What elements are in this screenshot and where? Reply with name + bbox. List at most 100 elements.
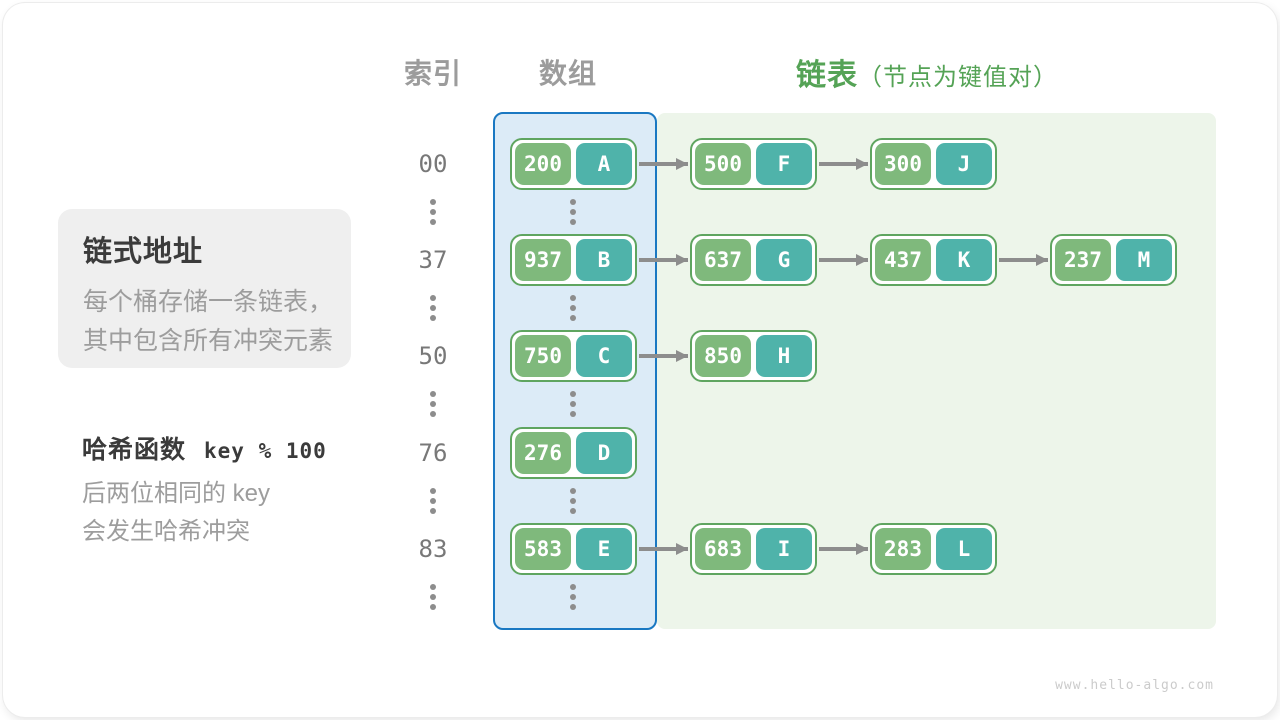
node-key: 937	[515, 239, 571, 281]
key-value-node: 276 D	[510, 427, 637, 479]
ellipsis-dot	[430, 391, 436, 397]
node-value: F	[756, 143, 812, 185]
bucket-index-label: 76	[418, 439, 448, 467]
column-header-array: 数组	[538, 58, 597, 89]
node-value: A	[576, 143, 632, 185]
bucket-index-label: 37	[418, 246, 448, 274]
key-value-node: 500 F	[690, 138, 817, 190]
node-key: 683	[695, 528, 751, 570]
node-key: 583	[515, 528, 571, 570]
next-pointer-arrow	[639, 543, 688, 555]
ellipsis-dot	[570, 508, 576, 514]
ellipsis-dot	[430, 584, 436, 590]
node-value: J	[936, 143, 992, 185]
key-value-node: 683 I	[690, 523, 817, 575]
watermark: www.hello-algo.com	[1055, 678, 1214, 693]
column-header-index: 索引	[403, 58, 462, 89]
bucket-index-label: 50	[418, 342, 448, 370]
ellipsis-dots	[570, 199, 576, 225]
ellipsis-dot	[570, 498, 576, 504]
node-value: E	[576, 528, 632, 570]
next-pointer-arrow	[639, 254, 688, 266]
key-value-node: 237 M	[1050, 234, 1177, 286]
ellipsis-dot	[570, 594, 576, 600]
ellipsis-dots	[570, 584, 576, 610]
ellipsis-dot	[570, 315, 576, 321]
key-value-node: 637 G	[690, 234, 817, 286]
ellipsis-dot	[570, 295, 576, 301]
key-value-node: 300 J	[870, 138, 997, 190]
node-key: 276	[515, 432, 571, 474]
key-value-node: 750 C	[510, 330, 637, 382]
key-value-node: 283 L	[870, 523, 997, 575]
ellipsis-dot	[430, 488, 436, 494]
node-key: 500	[695, 143, 751, 185]
node-value: I	[756, 528, 812, 570]
list-header-note: （节点为键值对）	[858, 64, 1058, 91]
key-value-node: 937 B	[510, 234, 637, 286]
ellipsis-dot	[430, 315, 436, 321]
bucket-index-label: 00	[418, 150, 448, 178]
ellipsis-dot	[570, 401, 576, 407]
note-line-1: 每个桶存储一条链表，	[83, 288, 334, 316]
node-key: 437	[875, 239, 931, 281]
ellipsis-dot	[430, 498, 436, 504]
hash-function-formula: key % 100	[204, 439, 327, 463]
note-line-2: 其中包含所有冲突元素	[83, 327, 334, 355]
next-pointer-arrow	[639, 350, 688, 362]
next-pointer-arrow	[819, 543, 868, 555]
ellipsis-dot	[430, 401, 436, 407]
node-key: 200	[515, 143, 571, 185]
node-key: 283	[875, 528, 931, 570]
ellipsis-dots	[430, 295, 436, 321]
next-pointer-arrow	[819, 158, 868, 170]
node-key: 750	[515, 335, 571, 377]
key-value-node: 850 H	[690, 330, 817, 382]
key-value-node: 437 K	[870, 234, 997, 286]
next-pointer-arrow	[639, 158, 688, 170]
next-pointer-arrow	[819, 254, 868, 266]
ellipsis-dot	[570, 584, 576, 590]
node-value: B	[576, 239, 632, 281]
node-key: 237	[1055, 239, 1111, 281]
node-value: M	[1116, 239, 1172, 281]
concept-note-box: 链式地址 每个桶存储一条链表， 其中包含所有冲突元素	[58, 209, 351, 368]
ellipsis-dots	[430, 199, 436, 225]
note-title: 链式地址	[83, 236, 204, 268]
ellipsis-dot	[430, 305, 436, 311]
ellipsis-dot	[430, 594, 436, 600]
node-value: H	[756, 335, 812, 377]
key-value-node: 200 A	[510, 138, 637, 190]
ellipsis-dot	[570, 391, 576, 397]
bucket-index-label: 83	[418, 535, 448, 563]
node-key: 637	[695, 239, 751, 281]
list-header-label: 链表	[796, 59, 858, 92]
ellipsis-dots	[570, 391, 576, 417]
column-header-list: 链表 （节点为键值对）	[796, 50, 1058, 94]
node-value: G	[756, 239, 812, 281]
hash-function-title-row: 哈希函数 key % 100	[82, 430, 327, 466]
hash-note-line-1: 后两位相同的 key	[82, 480, 271, 507]
ellipsis-dot	[430, 411, 436, 417]
ellipsis-dot	[430, 604, 436, 610]
ellipsis-dots	[570, 295, 576, 321]
ellipsis-dot	[570, 209, 576, 215]
ellipsis-dot	[570, 199, 576, 205]
ellipsis-dots	[570, 488, 576, 514]
ellipsis-dots	[430, 584, 436, 610]
ellipsis-dot	[430, 199, 436, 205]
ellipsis-dot	[430, 219, 436, 225]
ellipsis-dot	[570, 411, 576, 417]
ellipsis-dot	[430, 295, 436, 301]
node-key: 850	[695, 335, 751, 377]
hash-note-line-2: 会发生哈希冲突	[82, 518, 250, 545]
node-value: C	[576, 335, 632, 377]
ellipsis-dot	[570, 488, 576, 494]
next-pointer-arrow	[999, 254, 1048, 266]
ellipsis-dots	[430, 391, 436, 417]
ellipsis-dot	[570, 219, 576, 225]
ellipsis-dot	[430, 508, 436, 514]
node-value: D	[576, 432, 632, 474]
